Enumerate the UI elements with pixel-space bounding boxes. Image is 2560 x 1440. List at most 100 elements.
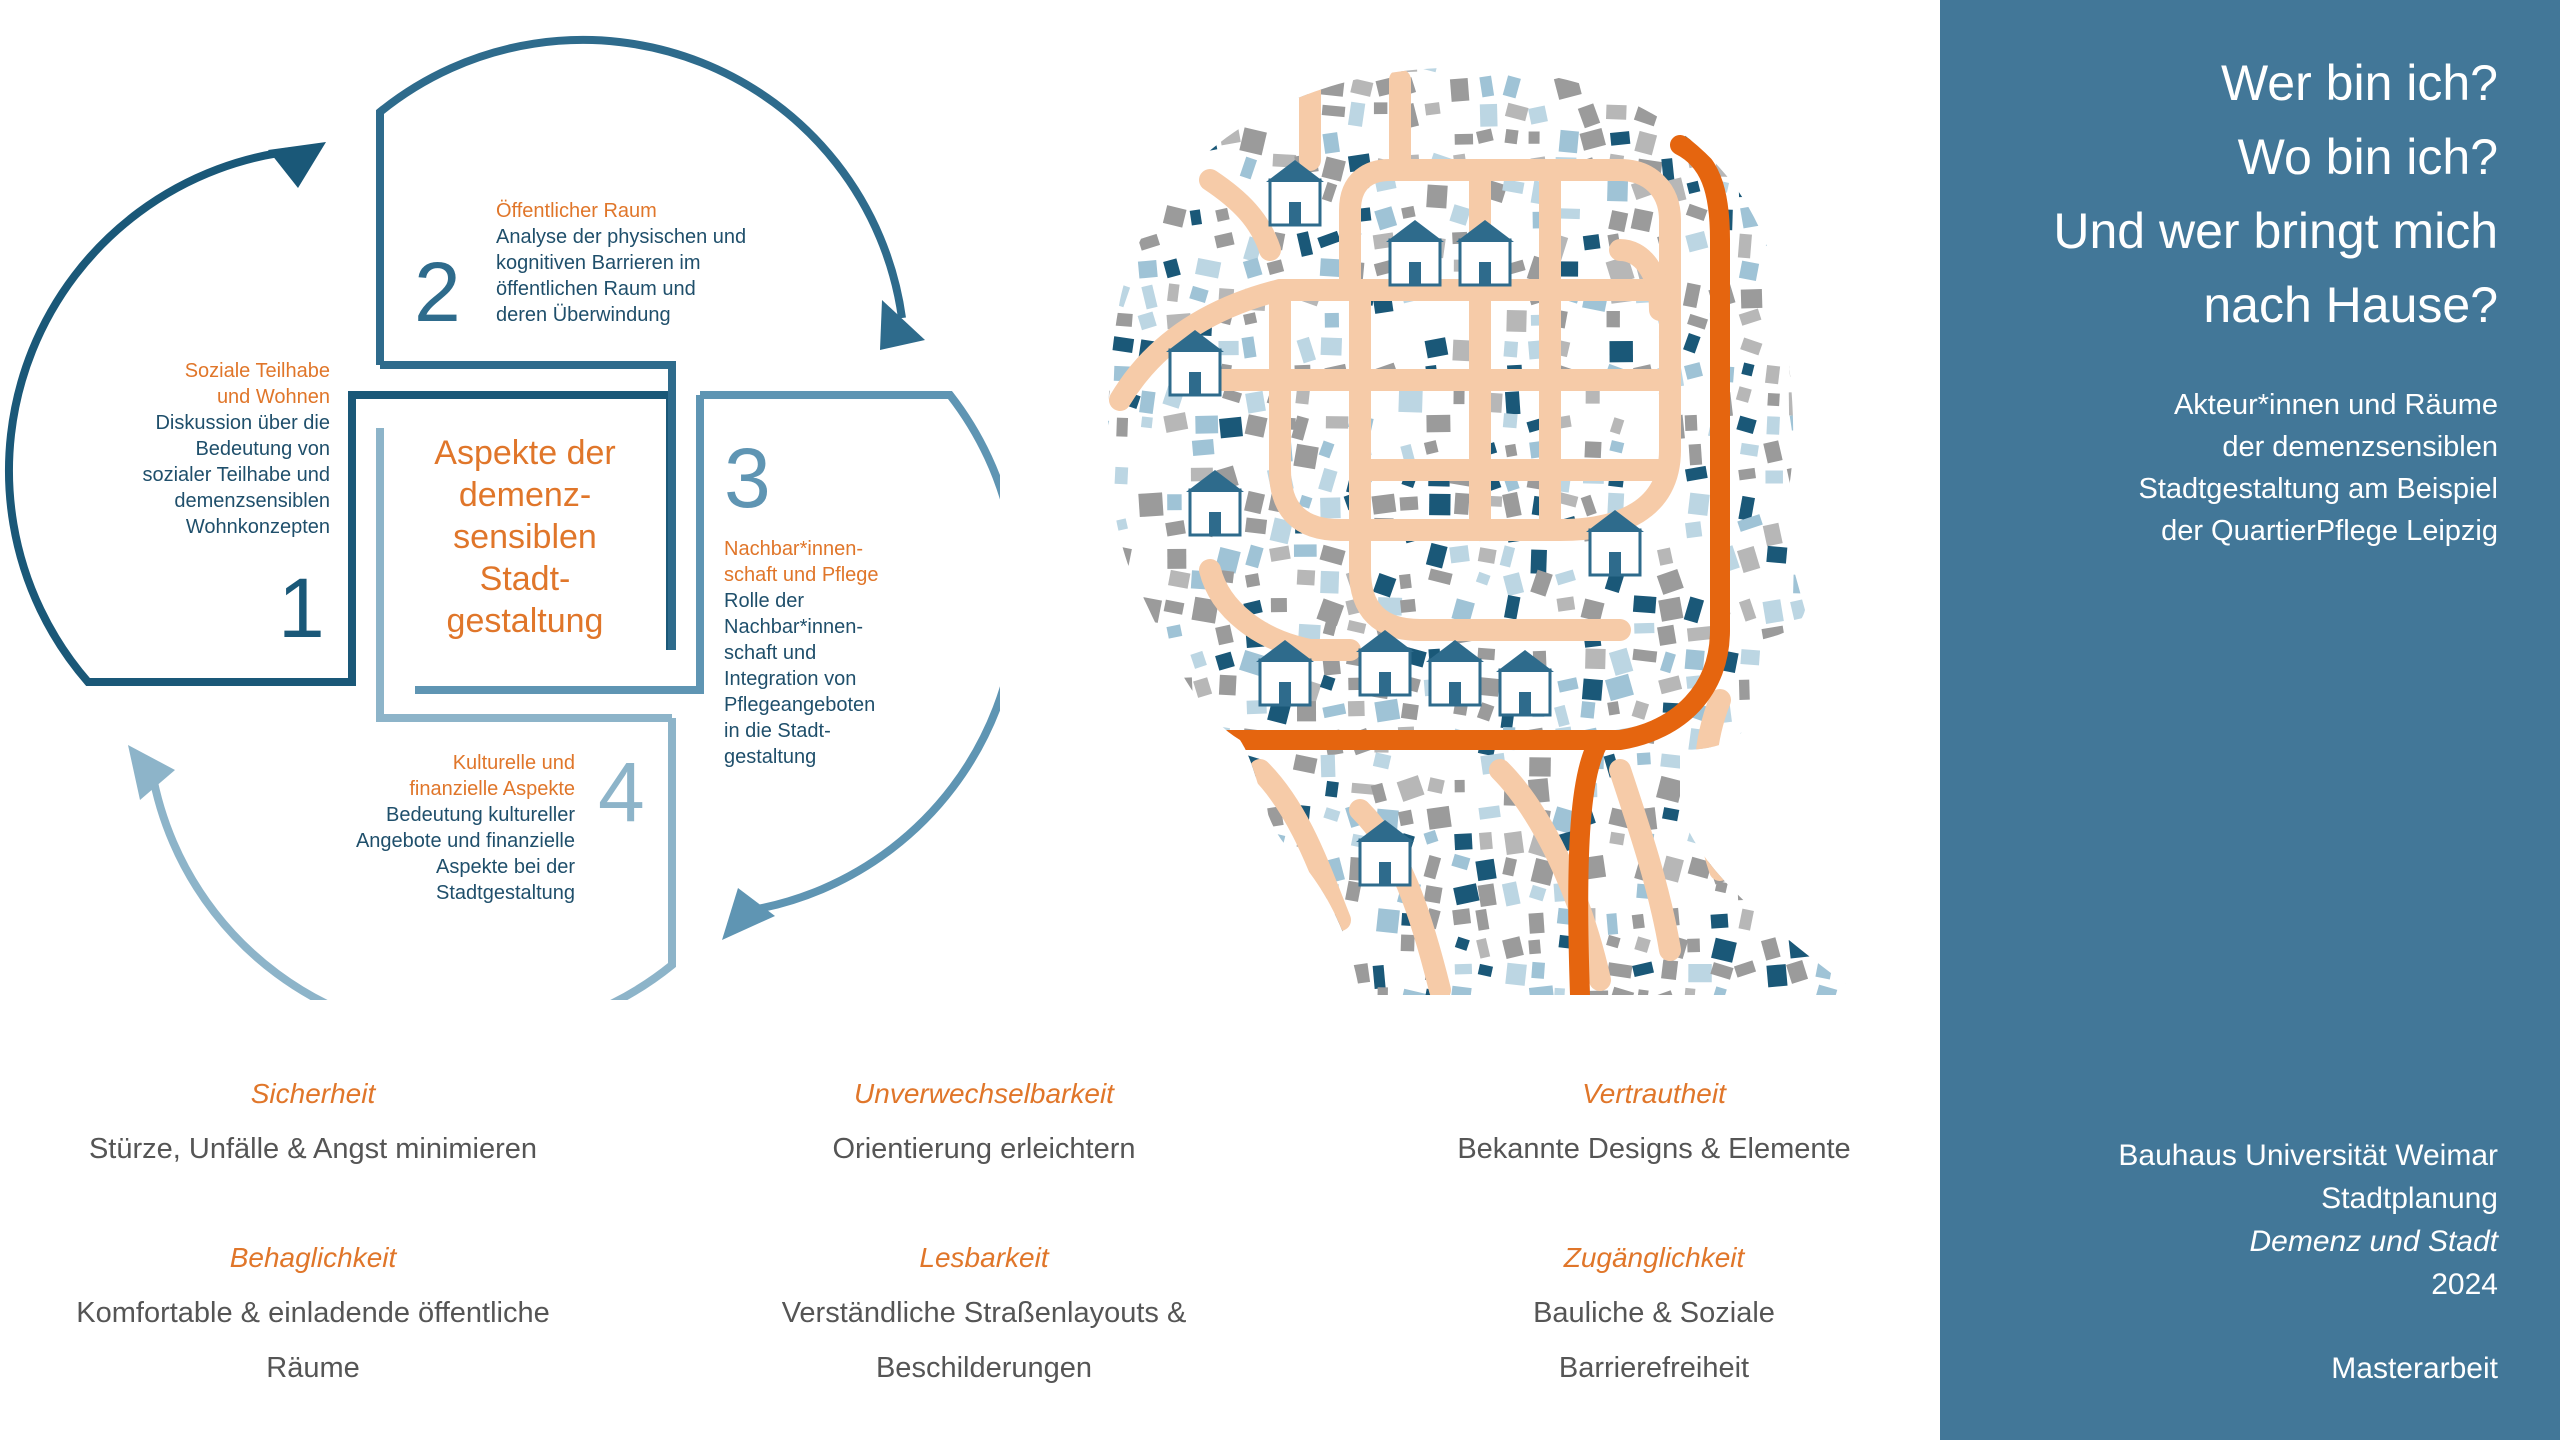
city-block (1841, 625, 1860, 650)
city-block (1841, 885, 1860, 905)
step-3-number: 3 (724, 431, 771, 525)
city-block (1528, 939, 1541, 955)
city-block (1814, 804, 1830, 817)
city-block (1246, 76, 1263, 99)
city-block (1634, 936, 1651, 953)
city-block (1815, 284, 1838, 303)
city-block (1345, 880, 1362, 902)
city-block (1295, 907, 1321, 931)
city-block (1423, 440, 1439, 455)
thesis-type: Masterarbeit (2331, 1352, 2498, 1385)
city-block (1683, 332, 1701, 354)
cycle-arc-4 (148, 718, 676, 1000)
city-block (1084, 131, 1097, 144)
city-block (1088, 229, 1106, 244)
city-block (1763, 75, 1783, 96)
city-block (1478, 805, 1501, 820)
city-block (1139, 777, 1163, 803)
city-block (1844, 158, 1857, 172)
city-block (1111, 336, 1135, 354)
city-block (1609, 831, 1625, 846)
city-block (1316, 598, 1345, 626)
city-block (1115, 572, 1129, 594)
city-block (1660, 753, 1684, 769)
city-block (1454, 133, 1474, 145)
city-block (1788, 702, 1812, 721)
city-block (1662, 807, 1680, 822)
city-block (1766, 180, 1789, 204)
city-block (1813, 569, 1841, 592)
city-block (1137, 311, 1157, 331)
subtitle-line-1: Akteur*innen und Räume (2173, 389, 2498, 421)
city-block (1296, 336, 1317, 364)
city-block (1245, 544, 1264, 569)
city-block (1138, 702, 1154, 721)
principle-desc-zugaenglichkeit: Bauliche & Soziale Barrierefreiheit (1533, 1297, 1775, 1384)
city-block (1788, 392, 1809, 416)
city-block (1298, 985, 1321, 996)
city-block (1062, 886, 1074, 903)
city-block (1113, 751, 1138, 772)
city-block (1712, 832, 1727, 855)
city-block (1351, 782, 1376, 795)
city-block (1114, 81, 1139, 102)
city-block (1531, 961, 1546, 979)
city-block (1270, 855, 1289, 879)
city-block (1114, 153, 1136, 177)
city-block (1062, 724, 1081, 744)
city-block (1319, 77, 1345, 97)
city-block (1090, 314, 1103, 326)
city-block (1423, 885, 1443, 904)
city-block (1714, 105, 1731, 122)
city-block (1761, 131, 1783, 155)
main-street (1130, 135, 1730, 996)
city-block (1815, 521, 1830, 543)
cycle-frame-3 (415, 395, 704, 694)
city-block (1815, 833, 1836, 852)
city-block (1299, 884, 1311, 908)
city-block (1737, 887, 1757, 901)
city-block (1324, 312, 1340, 328)
city-block (1762, 102, 1777, 121)
city-block (1765, 233, 1782, 247)
principle-desc-vertrautheit: Bekannte Designs & Elemente (1457, 1133, 1851, 1165)
city-block (1138, 676, 1164, 696)
city-block (1815, 961, 1833, 980)
city-block (1454, 963, 1473, 975)
city-block (1607, 75, 1634, 96)
subtitle-line-3: Stadtgestaltung am Beispiel (2138, 473, 2499, 505)
city-block (1813, 547, 1833, 568)
city-block (1530, 569, 1553, 597)
city-block (1317, 230, 1341, 249)
step-2-text: Öffentlicher Raum Analyse der physischen… (496, 200, 747, 326)
city-block (1291, 415, 1309, 441)
city-block (1166, 126, 1192, 149)
subtitle-line-4: der QuartierPflege Leipzig (2161, 515, 2498, 547)
city-block (1685, 203, 1708, 222)
city-block (1193, 104, 1216, 129)
city-block (1060, 855, 1075, 875)
city-block (1734, 782, 1753, 803)
city-block (1657, 67, 1683, 80)
city-block (1845, 362, 1860, 376)
city-block (1528, 131, 1540, 144)
city-block (1109, 829, 1128, 846)
city-block (1140, 909, 1156, 936)
city-block (1193, 724, 1219, 752)
city-block (1815, 235, 1831, 250)
city-block (1632, 961, 1654, 978)
city-block (1760, 937, 1781, 961)
city-block (1766, 964, 1788, 988)
city-block (1687, 313, 1708, 330)
city-block (1373, 102, 1388, 115)
city-block (1142, 78, 1165, 102)
city-block (1579, 128, 1606, 151)
city-block (1842, 444, 1856, 466)
city-block (1064, 778, 1076, 800)
city-block (1763, 50, 1778, 63)
city-block (1682, 282, 1701, 309)
city-block (1108, 75, 1113, 96)
city-block (1688, 443, 1703, 466)
city-block (1214, 547, 1241, 574)
city-block (1818, 155, 1841, 172)
